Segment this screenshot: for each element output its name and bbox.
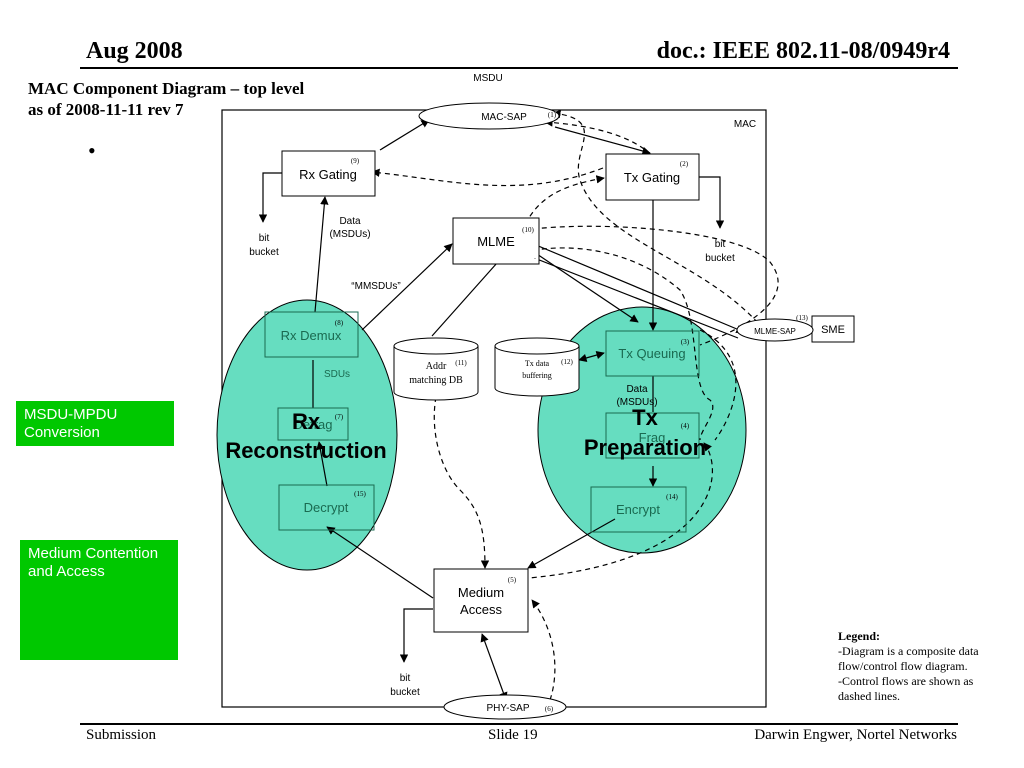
svg-text:(9): (9) bbox=[351, 157, 360, 165]
encrypt-label: Encrypt bbox=[616, 502, 660, 517]
rx-reconstruction-title-2: Reconstruction bbox=[225, 438, 386, 463]
sme-box bbox=[811, 315, 855, 343]
mlme-label: MLME bbox=[477, 234, 515, 249]
defrag-box bbox=[277, 407, 349, 441]
footer-slide-number: Slide 19 bbox=[488, 727, 538, 743]
mac-label: MAC bbox=[734, 119, 756, 130]
svg-text:bucket: bucket bbox=[249, 247, 279, 258]
svg-text:(15): (15) bbox=[354, 490, 366, 498]
medium-access-box bbox=[433, 568, 529, 633]
svg-text:buffering: buffering bbox=[522, 371, 552, 380]
svg-text:(MSDUs): (MSDUs) bbox=[616, 397, 657, 408]
svg-text:(8): (8) bbox=[335, 319, 344, 327]
slide-title: MAC Component Diagram – top level as of … bbox=[28, 79, 305, 119]
footer-author: Darwin Engwer, Nortel Networks bbox=[754, 727, 957, 743]
svg-text:(5): (5) bbox=[508, 576, 517, 584]
svg-text:(12): (12) bbox=[561, 358, 573, 366]
encrypt-box bbox=[590, 486, 687, 533]
svg-text:(11): (11) bbox=[455, 359, 467, 367]
rx-gating-label: Rx Gating bbox=[299, 167, 357, 182]
mlme-sap bbox=[736, 318, 814, 342]
svg-text:bit: bit bbox=[715, 239, 726, 250]
rx-demux-box bbox=[264, 311, 359, 358]
header-doc-id: doc.: IEEE 802.11-08/0949r4 bbox=[656, 38, 950, 64]
svg-text:Data: Data bbox=[339, 216, 361, 227]
svg-text:(3): (3) bbox=[681, 338, 690, 346]
svg-text:.: . bbox=[534, 253, 536, 261]
svg-text:(MSDUs): (MSDUs) bbox=[329, 229, 370, 240]
svg-text:bit: bit bbox=[259, 233, 270, 244]
mlme-sap-label: MLME-SAP bbox=[754, 327, 796, 336]
tx-preparation-circle bbox=[537, 306, 747, 554]
svg-text:matching DB: matching DB bbox=[409, 375, 463, 386]
addr-matching-db bbox=[393, 337, 479, 401]
svg-text:SDUs: SDUs bbox=[324, 369, 350, 380]
msdu-label: MSDU bbox=[473, 73, 502, 84]
svg-text:Tx data: Tx data bbox=[525, 359, 550, 368]
rx-reconstruction-title-1: Rx bbox=[292, 409, 321, 434]
footer-submission: Submission bbox=[86, 727, 157, 743]
medium-access-label-1: Medium bbox=[458, 585, 504, 600]
footer-rule bbox=[80, 723, 958, 725]
svg-text:(6): (6) bbox=[545, 705, 554, 713]
tx-preparation-title-2: Preparation bbox=[584, 435, 706, 460]
svg-text:Addr: Addr bbox=[426, 361, 447, 372]
mac-sap bbox=[418, 102, 560, 130]
medium-access-label-2: Access bbox=[460, 602, 502, 617]
medium-contention-label: Medium Contention and Access bbox=[20, 540, 178, 660]
tx-data-buffering bbox=[494, 337, 580, 397]
rx-reconstruction-circle bbox=[216, 299, 398, 571]
tx-gating-box bbox=[605, 153, 700, 201]
tx-preparation-title-1: Tx bbox=[632, 405, 658, 430]
svg-text:“MMSDUs”: “MMSDUs” bbox=[351, 281, 400, 292]
svg-text:(1): (1) bbox=[548, 111, 557, 119]
rx-demux-label: Rx Demux bbox=[281, 328, 342, 343]
svg-text:bucket: bucket bbox=[705, 253, 735, 264]
mac-sap-label: MAC-SAP bbox=[481, 112, 527, 123]
bullet: • bbox=[88, 138, 96, 163]
phy-sap-label: PHY-SAP bbox=[487, 703, 530, 714]
frag-label: Frag bbox=[639, 430, 666, 445]
sme-label: SME bbox=[821, 324, 845, 336]
header-date: Aug 2008 bbox=[86, 38, 183, 64]
svg-text:(4): (4) bbox=[681, 422, 690, 430]
tx-gating-label: Tx Gating bbox=[624, 170, 680, 185]
header-rule bbox=[80, 67, 958, 69]
svg-text:(2): (2) bbox=[680, 160, 689, 168]
defrag-label: Defrag bbox=[293, 417, 332, 432]
svg-text:bucket: bucket bbox=[390, 687, 420, 698]
legend: Legend: -Diagram is a composite data flo… bbox=[838, 629, 979, 703]
mlme-box bbox=[452, 217, 540, 265]
msdu-mpdu-conversion-label: MSDU-MPDU Conversion bbox=[16, 401, 174, 446]
svg-text:(13): (13) bbox=[796, 314, 808, 322]
decrypt-box bbox=[278, 484, 375, 531]
svg-text:(7): (7) bbox=[335, 413, 344, 421]
rx-gating-box bbox=[281, 150, 376, 197]
tx-queuing-box bbox=[605, 330, 700, 377]
phy-sap bbox=[443, 694, 567, 720]
tx-queuing-label: Tx Queuing bbox=[618, 346, 685, 361]
svg-text:Data: Data bbox=[626, 384, 648, 395]
frag-box bbox=[605, 412, 700, 459]
svg-text:(10): (10) bbox=[522, 226, 534, 234]
svg-text:bit: bit bbox=[400, 673, 411, 684]
decrypt-label: Decrypt bbox=[304, 500, 349, 515]
svg-text:(14): (14) bbox=[666, 493, 678, 501]
